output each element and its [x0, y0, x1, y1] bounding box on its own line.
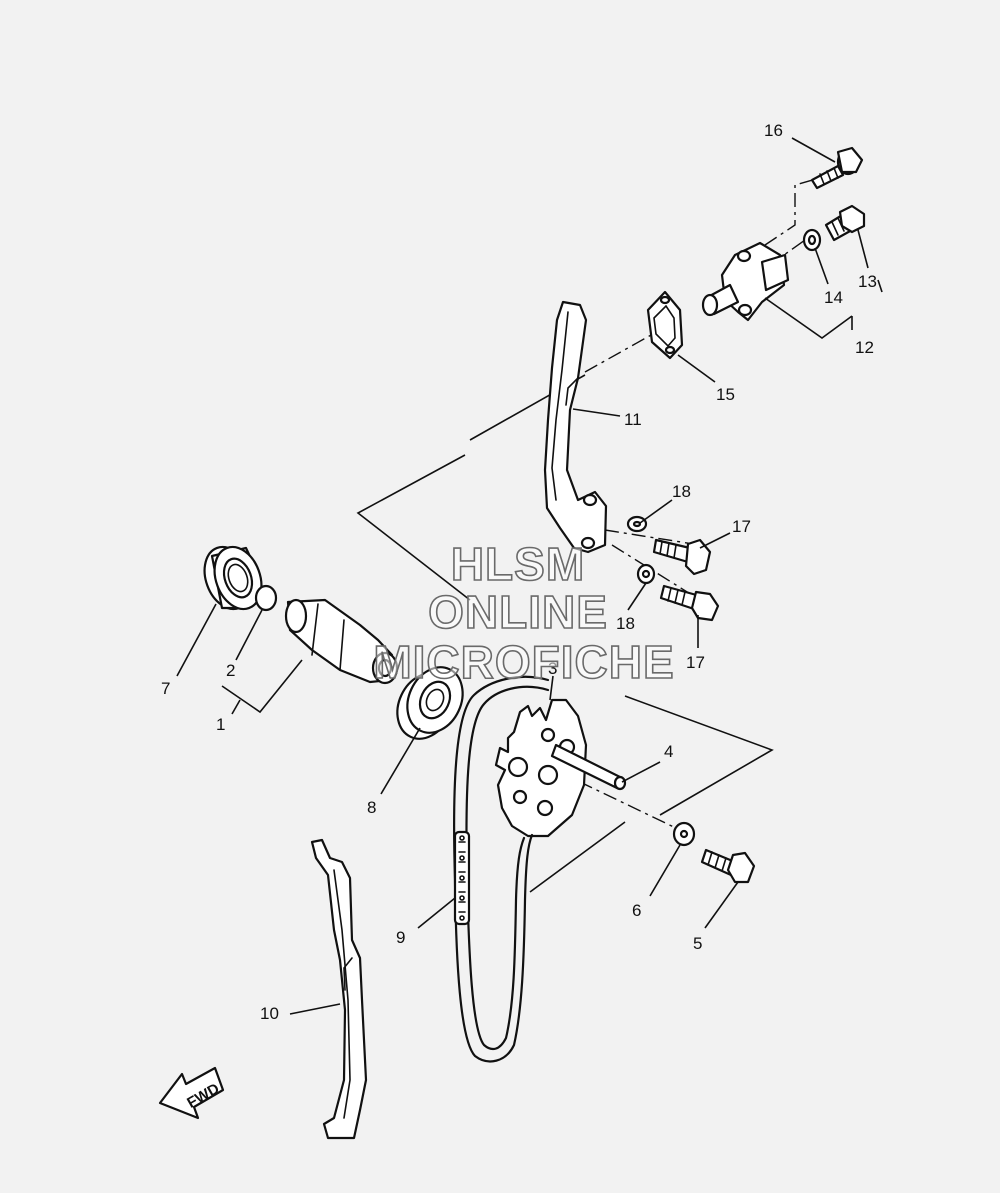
washer-part-14: [802, 228, 822, 252]
callout-16: 16: [764, 121, 783, 140]
callout-1: 1: [216, 715, 225, 734]
cam-sprocket-part: [494, 698, 588, 838]
bearing-part-7: [203, 545, 263, 611]
watermark: HLSM ONLINE MICROFICHE: [373, 537, 675, 689]
callout-6: 6: [632, 901, 641, 920]
callout-5: 5: [693, 934, 702, 953]
watermark-line-1: HLSM: [451, 538, 585, 590]
camshaft-part: [284, 598, 399, 685]
callout-14: 14: [824, 288, 843, 307]
o-ring-part: [254, 584, 278, 612]
callout-9: 9: [396, 928, 405, 947]
callout-3: 3: [548, 659, 557, 678]
callout-4: 4: [664, 742, 673, 761]
callout-7: 7: [161, 679, 170, 698]
bearing-part-8: [396, 666, 464, 740]
watermark-line-3: MICROFICHE: [373, 636, 674, 688]
guide-bolt-part-lower: [659, 584, 720, 622]
chain-guide-tension-part: [543, 300, 608, 554]
forward-direction-arrow: FWD: [158, 1066, 225, 1120]
gasket-part: [646, 290, 684, 360]
pin-part: [550, 743, 627, 791]
callout-10: 10: [260, 1004, 279, 1023]
chain-links-detail: [453, 830, 471, 926]
callout-17-upper: 17: [732, 517, 751, 536]
callout-18-lower: 18: [616, 614, 635, 633]
callout-11: 11: [624, 410, 642, 429]
callout-labels: 16 13 14 12 15 11 18 17 18 17 3 4 6 5 7 …: [161, 121, 877, 1023]
callout-15: 15: [716, 385, 735, 404]
tensioner-assembly-part: [701, 241, 853, 339]
callout-2: 2: [226, 661, 235, 680]
washer-part-18b: [636, 563, 656, 585]
sprocket-bolt-part: [700, 848, 756, 884]
cap-bolt-part: [824, 204, 866, 242]
chain-guide-intake-part: [310, 838, 368, 1140]
leader-lines: [176, 137, 883, 1015]
callout-13: 13: [858, 272, 877, 291]
callout-12: 12: [855, 338, 874, 357]
washer-part-18a: [626, 515, 648, 533]
callout-8: 8: [367, 798, 376, 817]
tensioner-bolt-part: [810, 146, 864, 190]
washer-part-6: [672, 821, 696, 847]
guide-bolt-part-upper: [652, 538, 712, 576]
cam-chain-part: [453, 675, 550, 1063]
callout-18-upper: 18: [672, 482, 691, 501]
callout-17-lower: 17: [686, 653, 705, 672]
watermark-line-2: ONLINE: [428, 586, 608, 638]
